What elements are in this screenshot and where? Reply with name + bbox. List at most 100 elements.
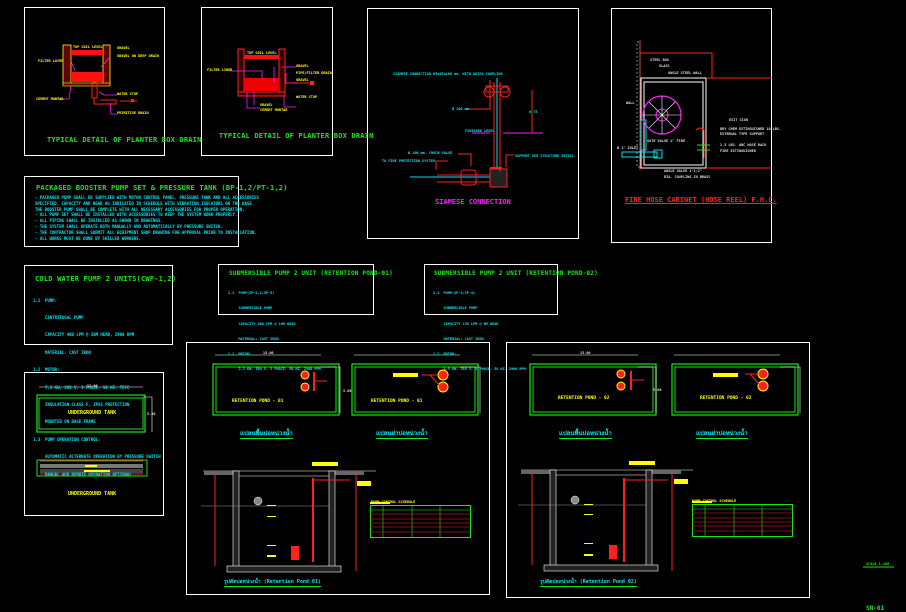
spec-line: CENTRIFUGAL PUMP — [33, 314, 84, 320]
siamese-label-support: SUPPORT SEE STRUCTURE DETAIL — [515, 154, 575, 158]
spec-line: CAPACITY 150 LPM @ 8M HEAD — [433, 321, 499, 326]
spec-line: MANUAL AND REMOTE OPERATION OPTIONAL — [33, 471, 132, 477]
pond-01-section — [201, 462, 376, 573]
underground-tank-drawing — [36, 386, 153, 477]
submersible-1-lines: 1.1 PUMP(SP-1,2/SP-3) SUBMERSIBLE PUMP C… — [228, 281, 321, 377]
fire-hose-label-hook1: 1.5 LBS. ABC HOSE RACK — [720, 143, 767, 147]
frame-planter-2 — [201, 7, 333, 156]
planter-1-label-pvc: PRIMITIVE DRAIN — [117, 111, 149, 115]
booster-note: - ALL PUMP SET SHALL BE INSTALLED WITH A… — [35, 212, 238, 218]
fire-hose-label-valve2: DIA. COUPLING IN BRASS — [664, 175, 711, 179]
frame-booster — [24, 176, 239, 247]
booster-title: PACKAGED BOOSTER PUMP SET & PRESSURE TAN… — [36, 184, 288, 192]
frame-planter-1 — [24, 7, 165, 156]
spec-line: MATERIAL: CAST IRON — [33, 349, 91, 355]
planter-2-label-gravel2: GRAVEL — [296, 78, 309, 82]
siamese-label-pipe: Ø 100 mm. — [452, 107, 471, 111]
pond-02-section — [518, 461, 693, 572]
fire-hose-label-ext1: DRY CHEM EXTINGUISHER 10 LBS. — [720, 127, 782, 131]
booster-notes: - PACKAGED PUMP SHALL BE SUPPLIED WITH M… — [35, 195, 259, 241]
submersible-2-lines: 1.1 PUMP(SP-3/SP-4) SUBMERSIBLE PUMP CAP… — [433, 281, 526, 377]
planter-1-label-water-stop: WATER STOP — [117, 92, 139, 96]
spec-line: SUBMERSIBLE PUMP — [433, 306, 478, 311]
pond-02-section-caption: รูปตัดบ่อหน่วงน้ำ (Retention Pond 02) — [540, 579, 637, 587]
frame-siamese — [367, 8, 579, 239]
siamese-label-to-fire: TO FIRE PROTECTION SYSTEM — [382, 159, 435, 163]
fire-hose-label-ext2: EXTERNAL TYPE SUPPORT — [720, 132, 765, 136]
scale-note: SCALE 1:100 — [866, 562, 890, 566]
booster-note: - ALL PIPING SHALL BE INSTALLED AS SHOWN… — [35, 218, 163, 224]
tank-dim-h: 5.00 — [147, 412, 156, 416]
planter-1-drawing — [54, 44, 137, 115]
planter-1-label-cement: CEMENT MORTAR — [36, 97, 64, 101]
siamese-drawing — [410, 78, 543, 188]
spec-line: 7.5 KW, 380 V, 3 PHASE, 50 HZ, TEFC — [33, 384, 130, 390]
pond-01-section-caption: รูปตัดบ่อหน่วงน้ำ (Retention Pond 01) — [224, 579, 321, 587]
tank-plan-label: UNDERGROUND TANK — [68, 410, 117, 416]
spec-line: 1.2 MOTOR: — [33, 367, 60, 373]
fire-hose-label-wall: WALL — [626, 101, 635, 105]
frame-pond-02 — [506, 342, 810, 598]
spec-line: MOUNTED ON BASE FRAME — [33, 419, 96, 425]
siamese-label-dim: 0.75 — [529, 110, 538, 114]
booster-note: THE BOOSTER PUMP SHALL BE COMPLETE WITH … — [35, 206, 245, 212]
spec-line: AUTOMATIC ALTERNATE OPERATION BY PRESSUR… — [33, 454, 161, 460]
planter-2-label-top-soil: TOP SOIL LEVEL — [247, 51, 277, 55]
fire-hose-label-steel: STEEL BOX — [650, 58, 669, 62]
planter-1-label-top-soil: TOP SOIL LEVEL — [73, 45, 103, 49]
pond-02-plan-left-caption: แปลนพื้นบ่อหน่วงน้ำ — [559, 430, 612, 439]
siamese-label-conn: SIAMESE CONNECTION 65x65x100 mm. WITH QU… — [393, 72, 503, 76]
booster-note: - THE CONTRACTOR SHALL SUBMIT ALL EQUIPM… — [35, 229, 257, 235]
planter-2-label-filter: FILTER LINER — [207, 68, 233, 72]
planter-1-title: TYPICAL DETAIL OF PLANTER BOX DRAIN — [47, 136, 202, 144]
submersible-1-title: SUBMERSIBLE PUMP 2 UNIT (RETENTION POND-… — [229, 270, 393, 277]
booster-note: - THE SYSTEM SHALL OPERATE BOTH MANUALLY… — [35, 223, 223, 229]
planter-1-label-gravel: GRAVEL — [117, 46, 130, 50]
spec-line: MATERIAL: CAST IRON — [228, 336, 279, 341]
frame-cold-water — [24, 265, 173, 345]
siamese-label-ground: FINISHED LEVEL — [465, 129, 495, 133]
pond-02-schedule-table — [692, 501, 793, 537]
tank-dim-w: 12.00 — [87, 384, 98, 388]
sheet-number: SN-01 — [866, 605, 885, 612]
fire-hose-label-inlet: Ø 1" INLET — [617, 146, 639, 150]
fire-hose-label-steel-wall: ANGLE STEEL WALL — [668, 71, 702, 75]
pond-01-dim-w: 15.00 — [263, 351, 274, 355]
pond-02-plan-left-label: RETENTION POND - 02 — [558, 396, 610, 401]
frame-submersible-2 — [424, 264, 558, 315]
fire-hose-label-hook2: FIRE EXTINGUISHER — [720, 149, 756, 153]
fire-hose-label-exit: EXIT SIGN — [729, 118, 748, 122]
spec-line: 1.2 MOTOR: — [433, 351, 457, 356]
frame-underground-tank — [24, 372, 164, 516]
frame-fire-hose — [611, 8, 772, 243]
cold-water-title: COLD WATER PUMP 2 UNITS(CWP-1,2) — [35, 275, 177, 283]
planter-2-drawing — [229, 48, 314, 109]
frame-submersible-1 — [218, 264, 374, 315]
spec-line: 1.3 PUMP OPERATION CONTROL: — [33, 436, 101, 442]
spec-line: MATERIAL: CAST IRON — [433, 336, 484, 341]
planter-2-title: TYPICAL DETAIL OF PLANTER BOX DRAIN — [219, 132, 374, 140]
pond-02-dim-w: 15.00 — [580, 351, 591, 355]
planter-2-label-gravel3: GRAVEL — [260, 103, 273, 107]
planter-2-label-pvc-drain: PIPE/FILTER DRAIN — [296, 71, 332, 75]
pond-02-plans — [529, 354, 801, 416]
spec-line: INSULATION CLASS F, IP55 PROTECTION — [33, 401, 130, 407]
pond-01-table-title: PUMP CONTROL SCHEDULE — [371, 500, 416, 504]
frame-pond-01 — [186, 342, 490, 595]
planter-2-label-gravel: GRAVEL — [296, 64, 309, 68]
spec-line: SUBMERSIBLE PUMP — [228, 306, 273, 311]
pond-01-dim-h: 5.00 — [343, 389, 352, 393]
submersible-2-title: SUBMERSIBLE PUMP 2 UNIT (RETENTION POND-… — [434, 270, 598, 277]
pond-01-plan-right-caption: แปลนฝาบ่อหน่วงน้ำ — [376, 430, 428, 439]
fire-hose-label-gate: GATE VALVE 1" FIRE — [647, 139, 685, 143]
booster-note: - PACKAGED PUMP SHALL BE SUPPLIED WITH M… — [35, 195, 259, 200]
spec-line: 1.1 PUMP: — [33, 297, 58, 303]
spec-line: 1.1 PUMP(SP-3/SP-4) — [433, 291, 476, 296]
spec-line: CAPACITY 200 LPM @ 10M HEAD — [228, 321, 296, 326]
planter-2-label-cement: CEMENT MORTAR — [260, 108, 288, 112]
planter-1-label-gravel2: GRAVEL ON DEEP DRAIN — [117, 54, 160, 58]
booster-note: - ALL WORKS MUST BE DONE BY SKILLED WORK… — [35, 235, 141, 241]
spec-line: 1.5 KW, 380 V, 3 PHASE, 50 HZ, 2900 RPM — [433, 367, 526, 372]
pond-02-plan-right-label: RETENTION POND - 02 — [700, 396, 752, 401]
pond-02-dim-h: 5.00 — [653, 388, 662, 392]
